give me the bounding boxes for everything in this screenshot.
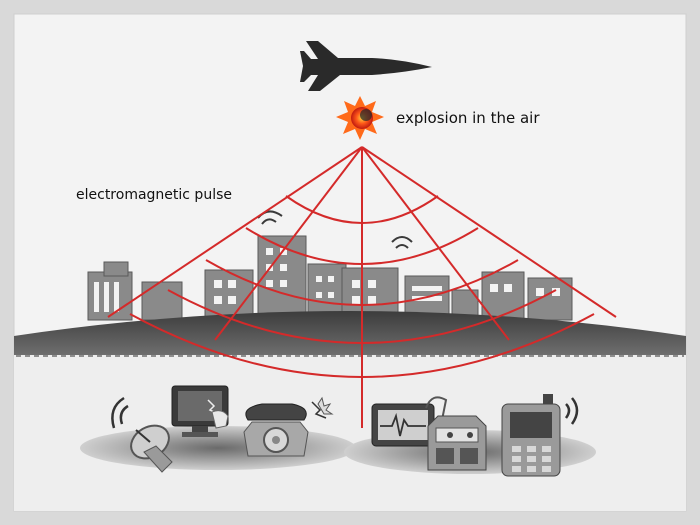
lower-panel (14, 355, 686, 511)
emp-label: electromagnetic pulse (76, 187, 232, 203)
mobile-phone-icon (501, 394, 579, 477)
ground-hill (14, 311, 686, 355)
radio-icon (427, 415, 487, 471)
cable (425, 396, 448, 421)
telephone-icon (243, 396, 334, 457)
explosion-icon (336, 96, 384, 140)
fighter-jet-icon (300, 41, 432, 91)
computer-monitor-icon (171, 385, 229, 437)
explosion-label: explosion in the air (396, 109, 540, 127)
emp-wave (107, 146, 617, 428)
satellite-dish-icon (111, 396, 173, 473)
oscilloscope-icon (371, 403, 435, 447)
building-windows (94, 248, 560, 312)
